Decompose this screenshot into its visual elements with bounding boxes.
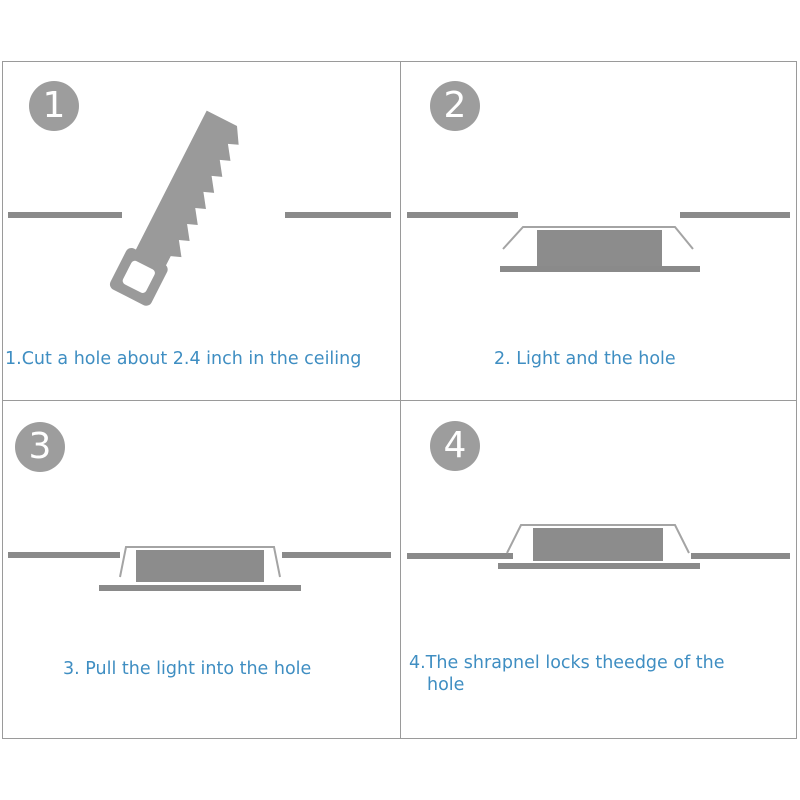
saw-icon	[109, 110, 239, 306]
ceiling-right	[691, 553, 790, 559]
step-caption: 2. Light and the hole	[494, 349, 676, 369]
step-number-badge: 4	[430, 421, 480, 471]
ceiling-right	[285, 212, 391, 218]
spring-clip-left	[506, 524, 533, 554]
step-number-badge: 2	[430, 81, 480, 131]
step-caption-line-2: hole	[427, 675, 465, 695]
light-flange	[498, 563, 700, 569]
spring-clip-left	[502, 226, 537, 250]
step-caption: 1.Cut a hole about 2.4 inch in the ceili…	[5, 349, 362, 369]
spring-clip-right	[663, 524, 690, 554]
divider-horizontal	[2, 400, 797, 401]
spring-clip-right	[264, 546, 281, 578]
step-caption: 4.The shrapnel locks theedge of the hole	[409, 652, 725, 696]
ceiling-left	[407, 212, 518, 218]
step-panel-2: 2 2. Light and the hole	[401, 61, 799, 400]
ceiling-left	[8, 552, 120, 558]
step-number-badge: 1	[29, 81, 79, 131]
step-3-illustration	[8, 546, 391, 591]
step-panel-1: 1 1.Cut a hole about 2.4 inch in the cei…	[2, 61, 400, 400]
ceiling-right	[282, 552, 391, 558]
ceiling-left	[407, 553, 513, 559]
step-panel-3: 3 3. Pull the light into the hole	[2, 401, 400, 740]
light-body	[533, 528, 663, 561]
step-caption: 3. Pull the light into the hole	[63, 659, 312, 679]
step-2-illustration	[407, 212, 790, 272]
light-body	[537, 230, 662, 270]
step-caption-line-1: 4.The shrapnel locks theedge of the	[409, 653, 725, 673]
light-body	[136, 550, 264, 582]
light-flange	[500, 266, 700, 272]
spring-clip-left	[119, 546, 136, 578]
ceiling-left	[8, 212, 122, 218]
step-number-badge: 3	[15, 422, 65, 472]
light-flange	[99, 585, 301, 591]
step-panel-4: 4 4.The shrapnel locks theedge of the ho…	[401, 401, 799, 740]
spring-clip-right	[663, 226, 694, 250]
ceiling-right	[680, 212, 790, 218]
step-4-illustration	[407, 524, 790, 569]
step-1-illustration	[8, 110, 391, 306]
